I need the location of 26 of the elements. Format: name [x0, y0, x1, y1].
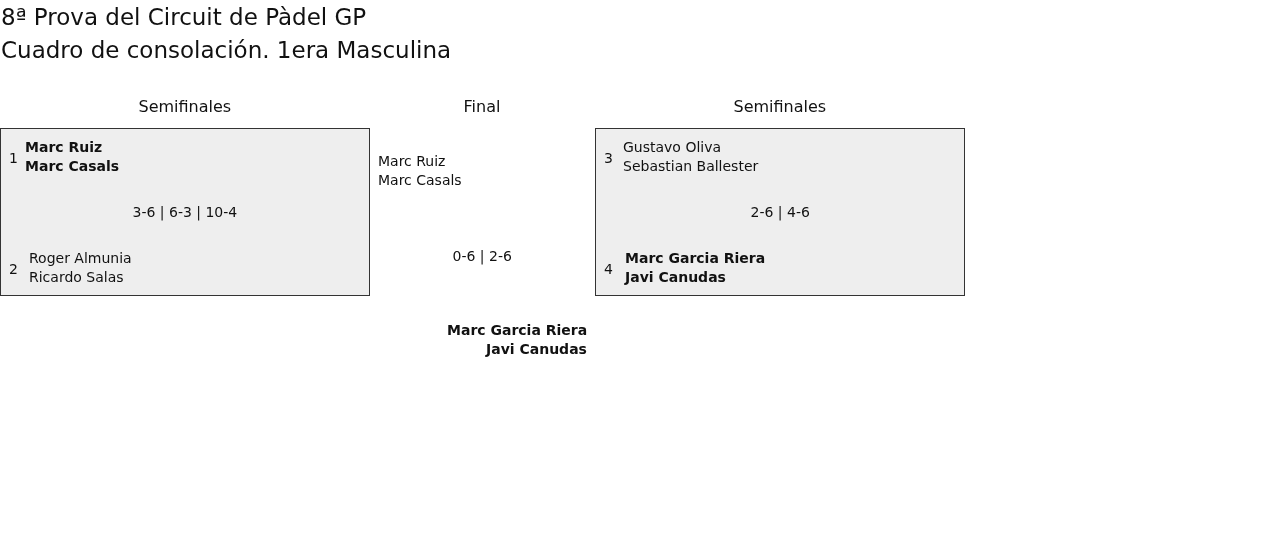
player-name: Marc Garcia Riera — [625, 248, 766, 268]
player-name: Javi Canudas — [625, 267, 726, 287]
score-text: 3-6 | 6-3 | 10-4 — [132, 202, 238, 222]
match-box — [0, 128, 370, 296]
score-text: 2-6 | 4-6 — [750, 202, 810, 222]
player-name: Marc Garcia Riera — [447, 320, 588, 340]
player-name: Javi Canudas — [486, 339, 587, 359]
player-name: Marc Ruiz — [378, 151, 446, 171]
round-heading: Semifinales — [733, 97, 827, 117]
player-name: Roger Almunia — [29, 248, 132, 268]
seed-number: 1 — [9, 148, 18, 168]
seed-number: 2 — [9, 259, 18, 279]
player-name: Ricardo Salas — [29, 267, 124, 287]
match-box — [595, 128, 965, 296]
page-subtitle: Cuadro de consolación. 1era Masculina — [1, 36, 452, 65]
player-name: Marc Casals — [378, 170, 462, 190]
player-name: Gustavo Oliva — [623, 137, 722, 157]
player-name: Sebastian Ballester — [623, 156, 759, 176]
score-text: 0-6 | 2-6 — [452, 246, 512, 266]
seed-number: 3 — [604, 148, 613, 168]
round-heading: Final — [463, 97, 501, 117]
player-name: Marc Casals — [25, 156, 120, 176]
seed-number: 4 — [604, 259, 613, 279]
player-name: Marc Ruiz — [25, 137, 103, 157]
round-heading: Semifinales — [138, 97, 232, 117]
page-title: 8ª Prova del Circuit de Pàdel GP — [1, 3, 367, 32]
